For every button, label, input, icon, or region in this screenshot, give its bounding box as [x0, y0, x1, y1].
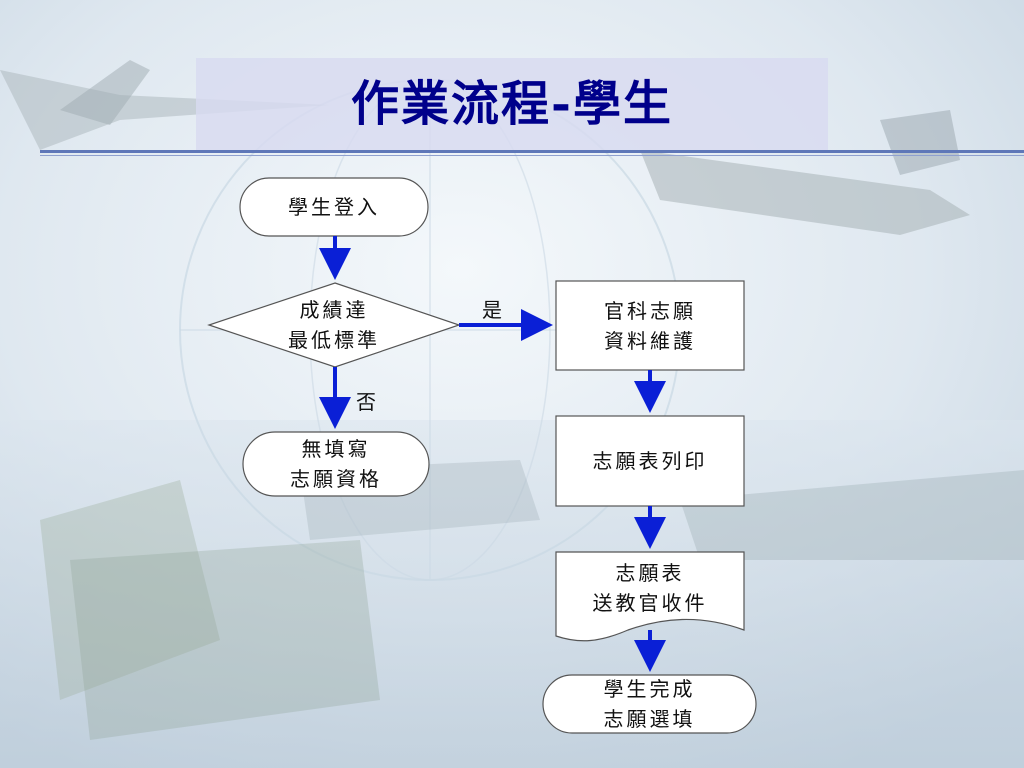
print-label: 志願表列印 — [592, 449, 708, 473]
done-node — [542, 674, 757, 734]
title-band — [196, 58, 828, 150]
no-eligibility-label: 無填寫 志願資格 — [290, 437, 382, 491]
maintain-label: 官科志願 資料維護 — [604, 298, 696, 353]
done-label: 學生完成 志願選填 — [603, 677, 696, 731]
login-label: 學生登入 — [288, 195, 380, 219]
edge-label-yes: 是 — [482, 298, 502, 322]
submit-node — [555, 551, 745, 642]
edge-label-no: 否 — [356, 390, 376, 414]
no-eligibility-node — [242, 431, 430, 497]
decision-label: 成績達 最低標準 — [288, 298, 380, 352]
title-divider-thin — [40, 155, 1024, 156]
title-divider — [40, 150, 1024, 153]
submit-label: 志願表 送教官收件 — [592, 561, 708, 615]
maintain-node — [555, 280, 745, 371]
page-title: 作業流程-學生 — [351, 76, 673, 132]
print-node — [555, 415, 745, 507]
